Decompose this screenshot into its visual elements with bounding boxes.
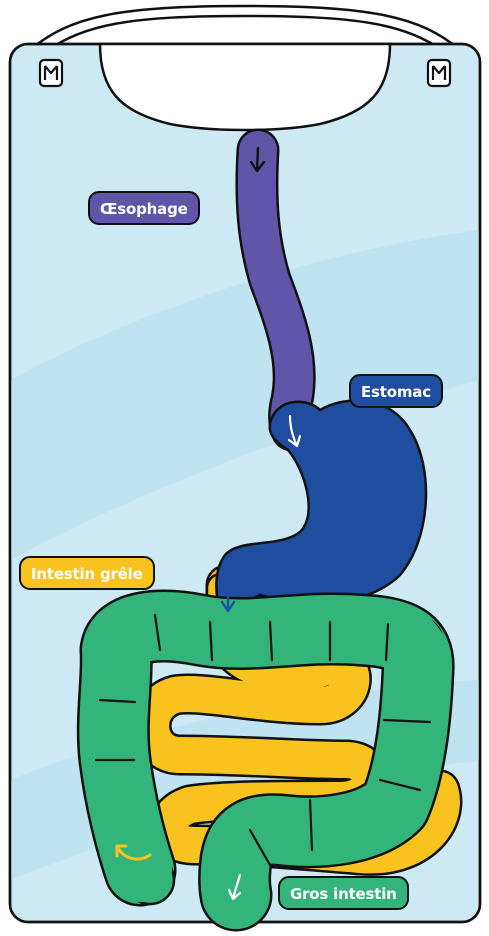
large-intestine-label: Gros intestin [278,876,409,910]
oesophagus-label: Œsophage [88,191,200,225]
stomach-label: Estomac [349,374,443,408]
hanger-clip-left-icon [40,60,62,86]
small-intestine-label: Intestin grêle [19,556,155,590]
hanger-clip-right-icon [428,60,450,86]
